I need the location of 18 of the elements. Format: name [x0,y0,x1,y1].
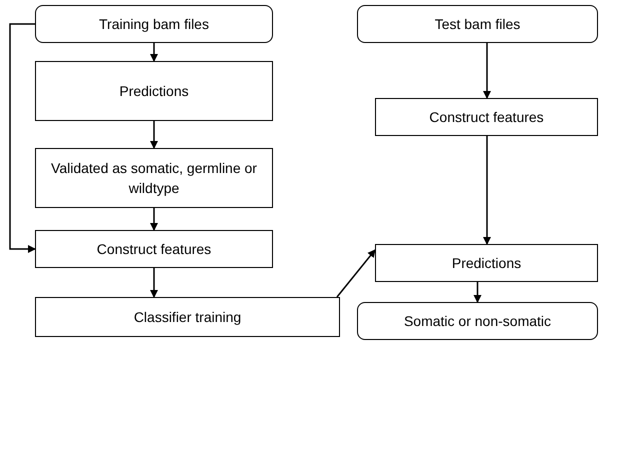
arrow [150,121,158,149]
process-box: Training bam files [35,5,273,43]
arrow [150,43,158,62]
process-box: Predictions [35,61,273,121]
arrow [483,136,491,245]
process-box: Predictions [375,244,598,282]
process-box: Construct features [35,230,273,268]
process-box: Validated as somatic, germline or wildtype [35,148,273,208]
process-box: Test bam files [357,5,598,43]
process-box: Construct features [375,98,598,136]
arrow [9,23,36,253]
arrow [150,268,158,298]
process-box: Classifier training [35,297,340,337]
arrow [336,249,376,298]
arrow [474,282,482,303]
arrow [483,43,491,99]
arrow [150,208,158,231]
process-box: Somatic or non-somatic [357,302,598,340]
